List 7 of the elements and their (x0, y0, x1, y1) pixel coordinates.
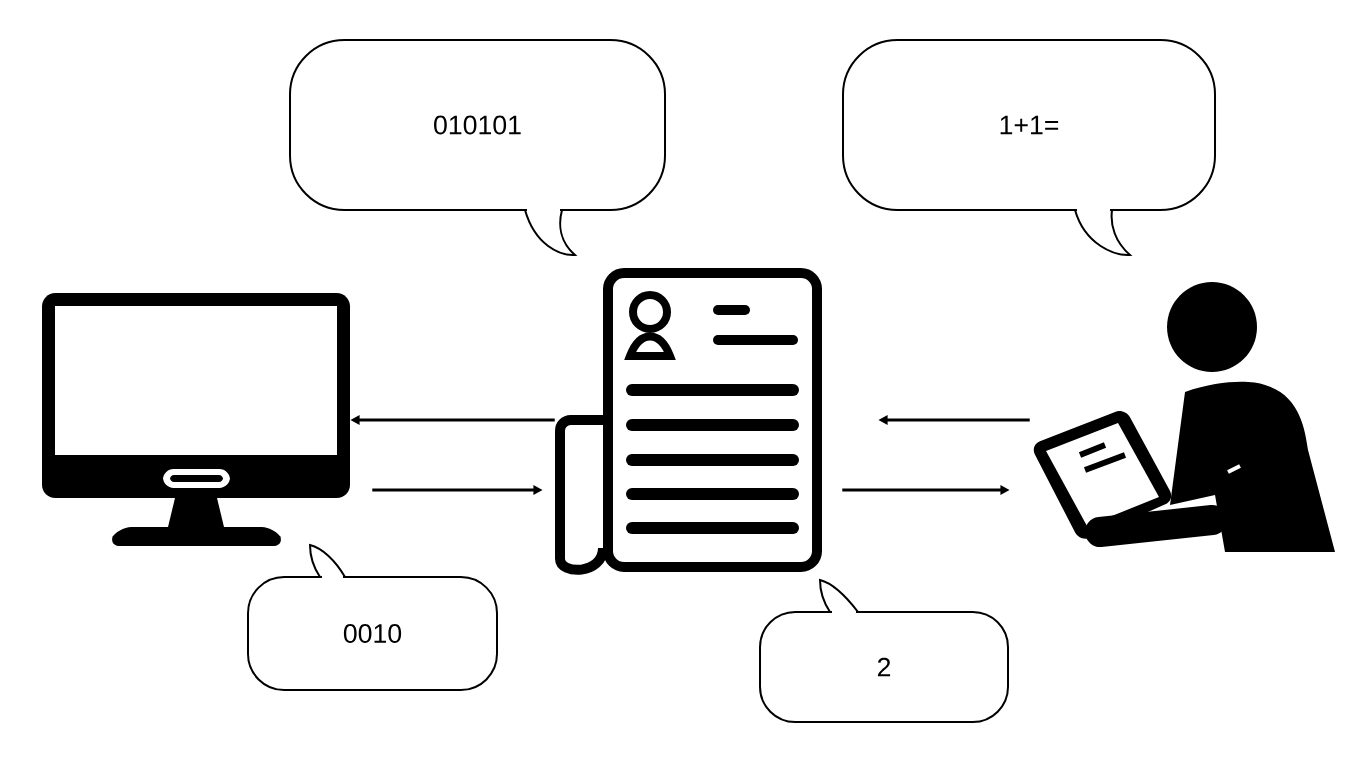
document-drawing (555, 268, 822, 575)
speech-bubble: 010101 (289, 39, 666, 256)
person-drawing (1033, 282, 1335, 552)
speech-bubble: 0010 (247, 544, 498, 691)
monitor-drawing (42, 293, 350, 546)
speech-bubble: 1+1= (842, 39, 1216, 256)
speech-bubble: 2 (759, 579, 1009, 723)
